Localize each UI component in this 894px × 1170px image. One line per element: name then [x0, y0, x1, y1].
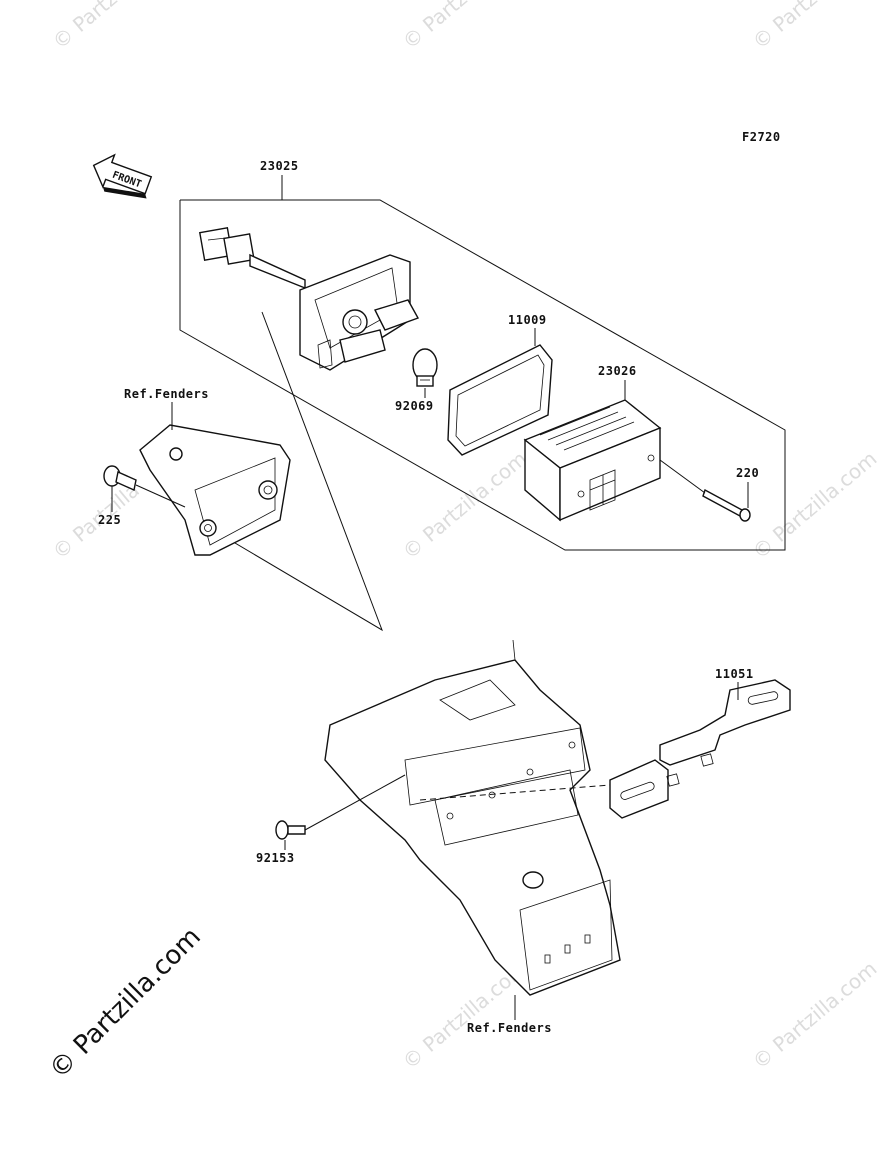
- watermark-text: © Partzilla: [398, 0, 494, 54]
- watermark-text: © Partzilla.com: [748, 956, 882, 1074]
- watermark-text: © Partzilla: [748, 0, 844, 54]
- watermark-brand: © Partzilla.com: [44, 922, 207, 1085]
- screw-path-92153: [304, 774, 406, 831]
- callout-ref-fenders-top: Ref.Fenders: [124, 387, 209, 401]
- watermark-text: © Partzilla: [48, 478, 144, 564]
- callout-225: 225: [98, 513, 121, 527]
- screw-220: [702, 488, 751, 522]
- callout-23026: 23026: [598, 364, 637, 378]
- watermark-faint: © Partzilla © Partzilla © Partzilla © Pa…: [48, 0, 882, 1074]
- screw-path: [659, 459, 706, 494]
- callout-220: 220: [736, 466, 759, 480]
- rear-fender: [324, 639, 621, 996]
- front-arrow-icon: FRONT: [92, 153, 153, 199]
- bolt-path: [135, 484, 186, 508]
- figure-code: F2720: [742, 130, 781, 144]
- callout-23025: 23025: [260, 159, 299, 173]
- plate-bracket-11051: [609, 679, 791, 819]
- callout-92069: 92069: [395, 399, 434, 413]
- callout-92153: 92153: [256, 851, 295, 865]
- gasket-11009: [447, 344, 553, 456]
- zoom-lines: [212, 311, 383, 632]
- lens-23026: [523, 399, 662, 522]
- fender-bracket: [139, 424, 291, 556]
- assembly-frame: [179, 199, 786, 551]
- bulb-92069: [412, 348, 438, 387]
- callout-ref-fenders-bottom: Ref.Fenders: [467, 1021, 552, 1035]
- watermark-text: © Partzilla.com: [398, 446, 532, 564]
- bolt-225: [103, 465, 137, 491]
- screw-92153: [275, 820, 306, 840]
- callout-11051: 11051: [715, 667, 754, 681]
- socket-harness: [198, 226, 420, 371]
- watermark-text: © Partzilla: [48, 0, 144, 54]
- alignment-line: [419, 784, 611, 801]
- watermark-text: © Partzilla.com: [748, 446, 882, 564]
- callout-11009: 11009: [508, 313, 547, 327]
